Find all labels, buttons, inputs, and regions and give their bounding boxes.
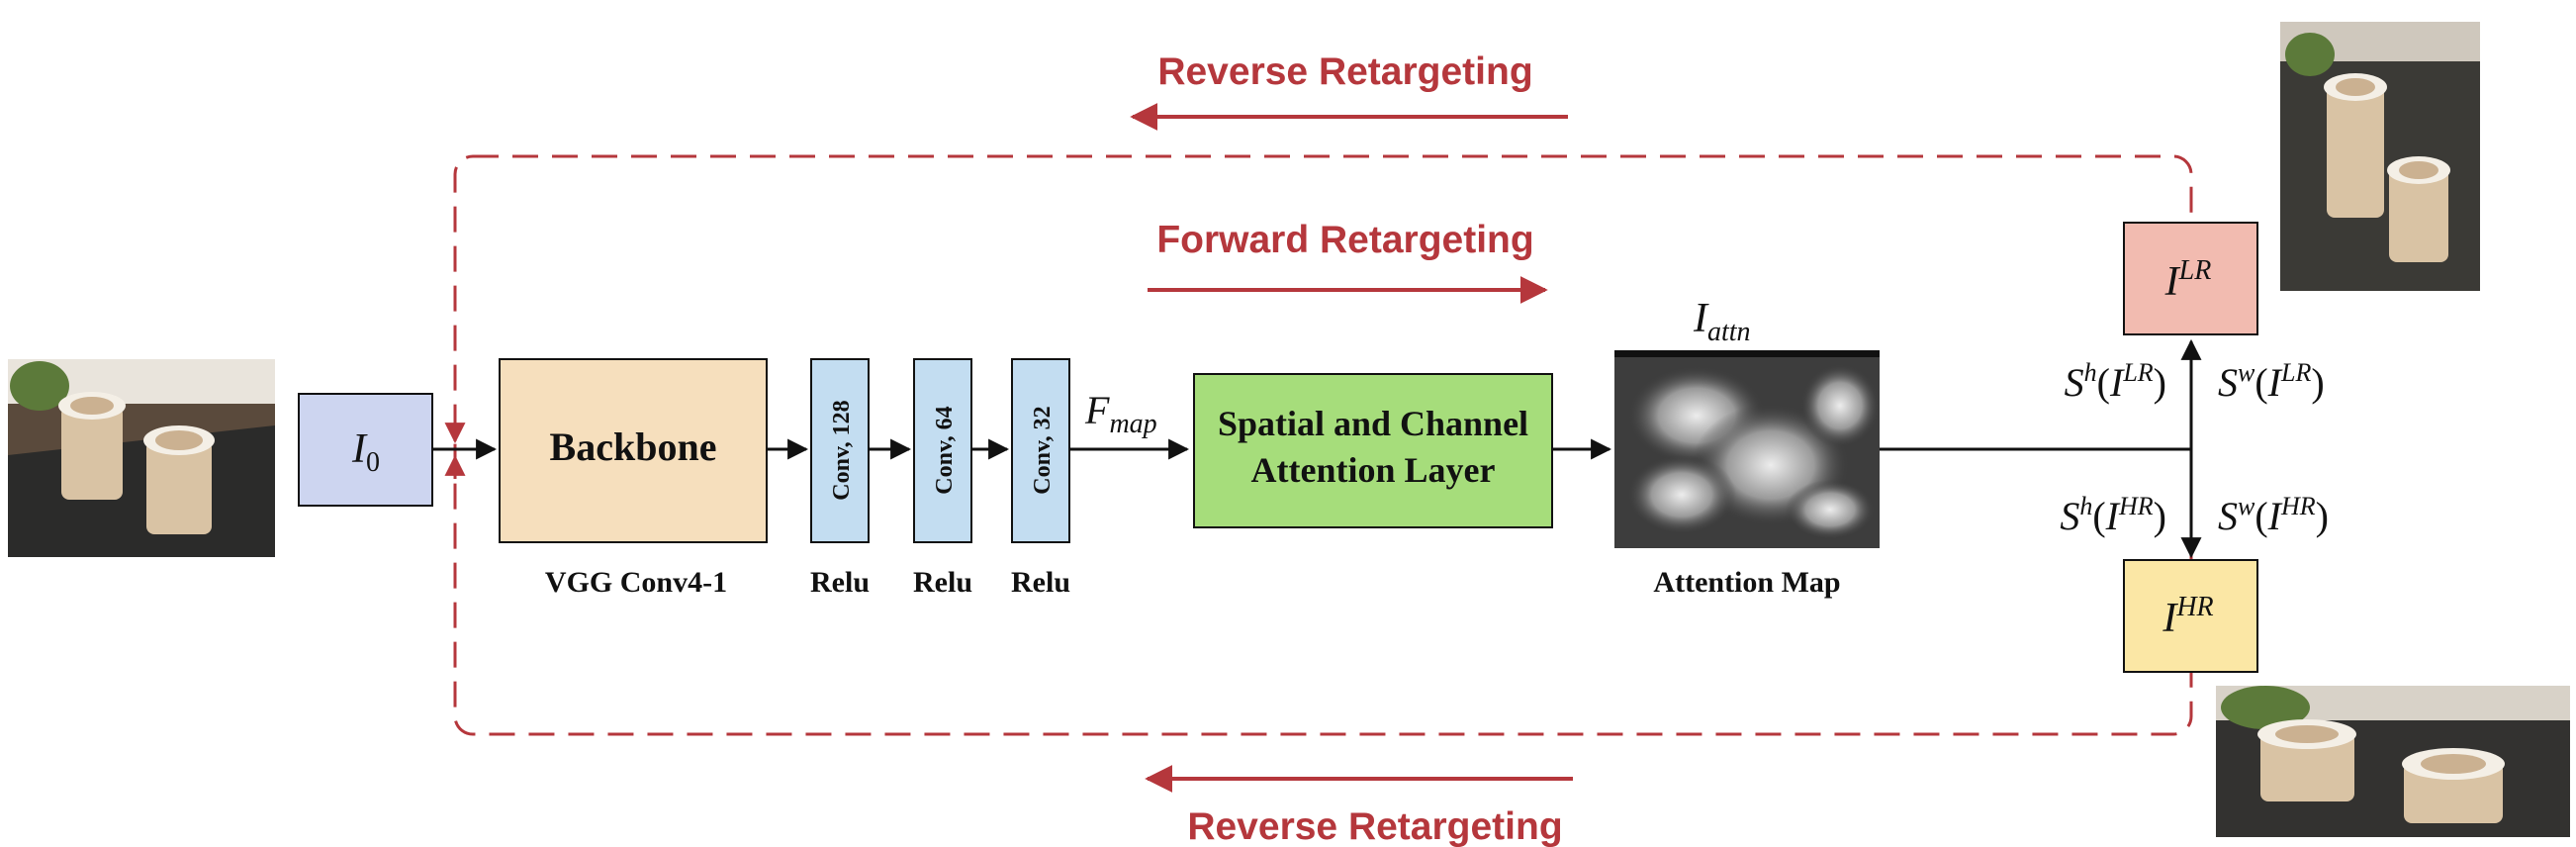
hr-box (2123, 559, 2258, 673)
input-photo (8, 359, 275, 557)
reverse-retargeting-top-label: Reverse Retargeting (1157, 50, 1532, 93)
input-label: I0 (351, 426, 380, 478)
backbone-label: Backbone (550, 424, 717, 469)
attention-layer-line2: Attention Layer (1251, 450, 1496, 490)
conv-128-box (810, 358, 870, 543)
conv-128-label: Conv, 128 (829, 400, 855, 500)
backbone-caption: VGG Conv4-1 (545, 566, 727, 599)
sh-lr-label: Sh(ILR) (2065, 358, 2166, 405)
lr-photo (2280, 22, 2480, 291)
lr-label: ILR (2164, 255, 2212, 305)
hr-label: IHR (2162, 592, 2213, 641)
attention-layer-box (1193, 373, 1553, 528)
sh-hr-label: Sh(IHR) (2060, 492, 2166, 538)
sw-lr-label: Sw(ILR) (2218, 358, 2325, 405)
conv-32-label: Conv, 32 (1030, 406, 1056, 494)
conv-64-label: Conv, 64 (932, 406, 958, 494)
conv-64-box (913, 358, 972, 543)
sw-hr-label: Sw(IHR) (2218, 492, 2329, 538)
relu-2-caption: Relu (913, 566, 972, 599)
hr-photo (2216, 686, 2570, 837)
attention-map-caption: Attention Map (1653, 566, 1840, 599)
input-box (298, 393, 433, 507)
reverse-retargeting-bottom-label: Reverse Retargeting (1187, 805, 1562, 847)
relu-1-caption: Relu (810, 566, 870, 599)
backbone-box (499, 358, 768, 543)
attention-map-image (1614, 350, 1880, 548)
fmap-label: Fmap (1084, 388, 1157, 439)
forward-retargeting-label: Forward Retargeting (1156, 219, 1533, 261)
relu-3-caption: Relu (1011, 566, 1070, 599)
attention-layer-line1: Spatial and Channel (1218, 404, 1528, 443)
attn-label: Iattn (1693, 296, 1751, 347)
lr-box (2123, 222, 2258, 335)
conv-32-box (1011, 358, 1070, 543)
